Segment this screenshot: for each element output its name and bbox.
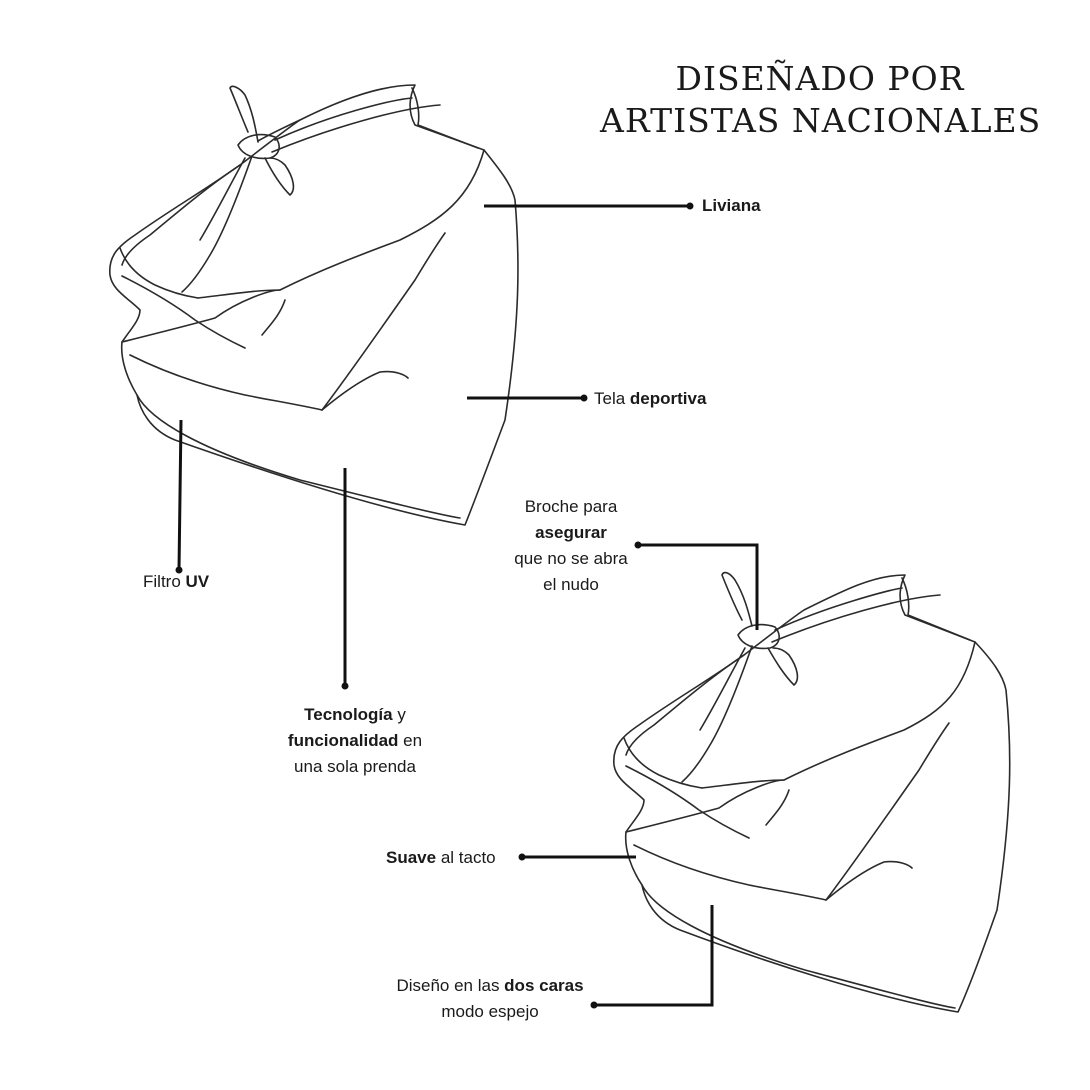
label-tela-pre: Tela bbox=[594, 389, 630, 408]
label-tecnologia-line-3: una sola prenda bbox=[294, 757, 416, 776]
leader-dot-liviana bbox=[686, 202, 694, 210]
leader-dot-tecnologia bbox=[341, 682, 349, 690]
label-disenio-line-2: modo espejo bbox=[441, 1002, 539, 1021]
leader-dot-filtro bbox=[175, 566, 183, 574]
leader-dot-broche bbox=[634, 541, 642, 549]
leader-dot-suave bbox=[518, 853, 526, 861]
label-tecnologia: Tecnología y funcionalidad en una sola p… bbox=[265, 702, 445, 780]
label-disenio-bold: dos caras bbox=[504, 976, 584, 995]
label-filtro-uv: Filtro UV bbox=[143, 569, 209, 595]
label-liviana-bold: Liviana bbox=[702, 196, 761, 215]
label-suave-post: al tacto bbox=[436, 848, 496, 867]
leader-broche bbox=[638, 543, 759, 630]
label-filtro-pre: Filtro bbox=[143, 572, 186, 591]
leader-filtro bbox=[177, 419, 183, 571]
label-tecnologia-post: y bbox=[392, 705, 406, 724]
leader-dot-tela bbox=[580, 394, 588, 402]
label-tela-bold: deportiva bbox=[629, 389, 707, 408]
title-line-2: ARTISTAS NACIONALES bbox=[600, 101, 1042, 140]
label-broche-line-1: Broche para bbox=[524, 497, 618, 516]
label-filtro-bold: UV bbox=[185, 572, 210, 591]
bandana-lower-drawing bbox=[613, 571, 1011, 1013]
label-broche: Broche para asegurar que no se abra el n… bbox=[500, 494, 642, 598]
label-broche-line-2: asegurar bbox=[535, 523, 607, 542]
label-liviana: Liviana bbox=[702, 193, 761, 219]
label-suave: Suave al tacto bbox=[386, 845, 496, 871]
leader-lines bbox=[175, 202, 759, 1009]
label-tela-deportiva: Tela deportiva bbox=[594, 386, 706, 412]
title-line-1: DISEÑADO POR bbox=[675, 59, 965, 98]
label-disenio: Diseño en las dos caras modo espejo bbox=[380, 973, 600, 1025]
label-broche-line-3: que no se abra bbox=[514, 549, 628, 568]
leader-disenio bbox=[594, 905, 714, 1007]
leader-dot-disenio bbox=[590, 1001, 598, 1009]
label-funcionalidad-post: en bbox=[398, 731, 423, 750]
label-broche-line-4: el nudo bbox=[543, 575, 599, 594]
label-tecnologia-bold: Tecnología bbox=[304, 705, 393, 724]
page-title: DISEÑADO POR ARTISTAS NACIONALES bbox=[600, 58, 1040, 142]
label-funcionalidad-bold: funcionalidad bbox=[287, 731, 399, 750]
label-suave-bold: Suave bbox=[386, 848, 437, 867]
label-disenio-pre: Diseño en las bbox=[396, 976, 505, 995]
bandana-upper-drawing bbox=[109, 84, 519, 526]
